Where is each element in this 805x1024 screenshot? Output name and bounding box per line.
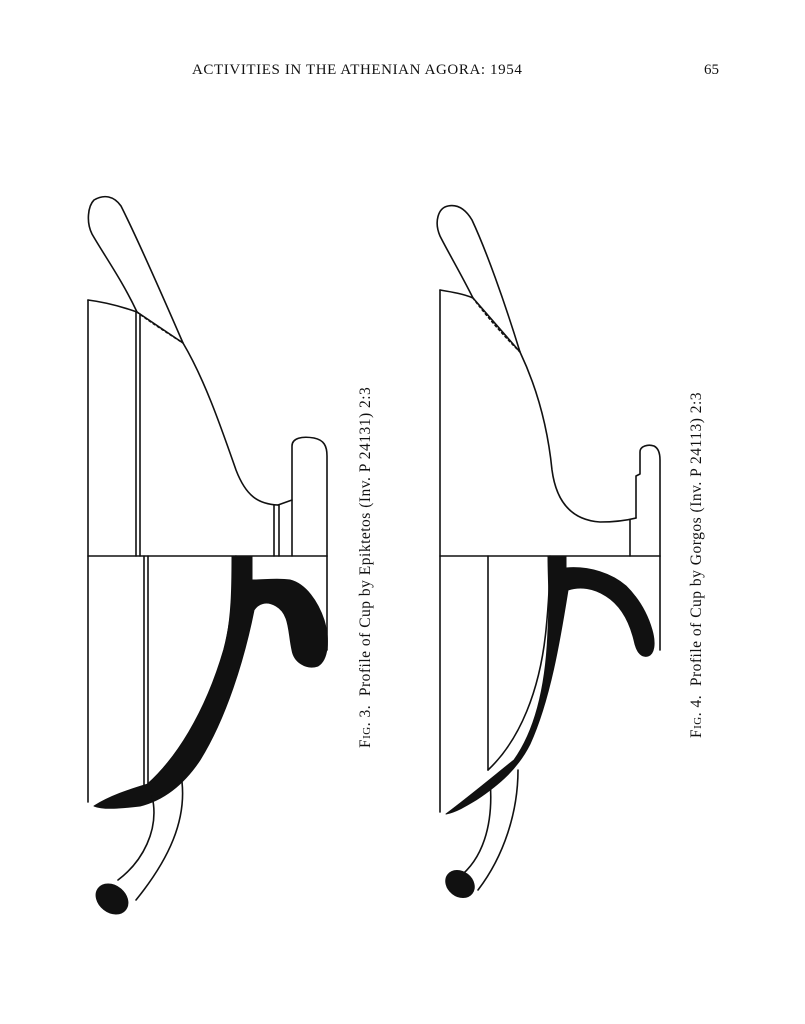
dotted-handle-junction-fig4 [472, 297, 521, 353]
figure-caption-text-fig4: Profile of Cup by Gorgos (Inv. P 24113) … [688, 391, 705, 687]
cup-profile-fig4 [436, 204, 661, 813]
page-number: 65 [704, 62, 719, 78]
body-outline-fig3 [182, 342, 279, 506]
running-title: ACTIVITIES IN THE ATHENIAN AGORA: 1954 [192, 62, 523, 78]
cup-handle-upper-fig3 [87, 195, 184, 344]
rim-top-fig3 [87, 299, 138, 313]
running-head: ACTIVITIES IN THE ATHENIAN AGORA: 1954 6… [0, 62, 805, 86]
figure-label-fig4: Fig. 4. [688, 694, 705, 738]
section-shading-fig3 [93, 555, 328, 809]
foot-upper-fig4 [635, 444, 661, 557]
figure-caption-fig3: Fig. 3. Profile of Cup by Epiktetos (Inv… [357, 387, 375, 748]
cup-handle-upper-fig4 [436, 204, 521, 353]
figure-caption-fig4: Fig. 4. Profile of Cup by Gorgos (Inv. P… [688, 392, 706, 738]
section-shading-fig4 [445, 555, 655, 815]
figure-caption-text-fig3: Profile of Cup by Epiktetos (Inv. P 2413… [357, 386, 374, 697]
body-outline-fig4 [519, 351, 637, 523]
foot-inner-fig3 [273, 499, 293, 557]
foot-upper-fig3 [277, 436, 328, 557]
cup-handle-lower-fig4 [445, 769, 519, 899]
cup-handle-lower-fig3 [95, 781, 184, 915]
rim-top-fig4 [439, 289, 474, 299]
lower-outline-fig4 [487, 555, 551, 771]
figure-label-fig3: Fig. 3. [357, 704, 374, 748]
